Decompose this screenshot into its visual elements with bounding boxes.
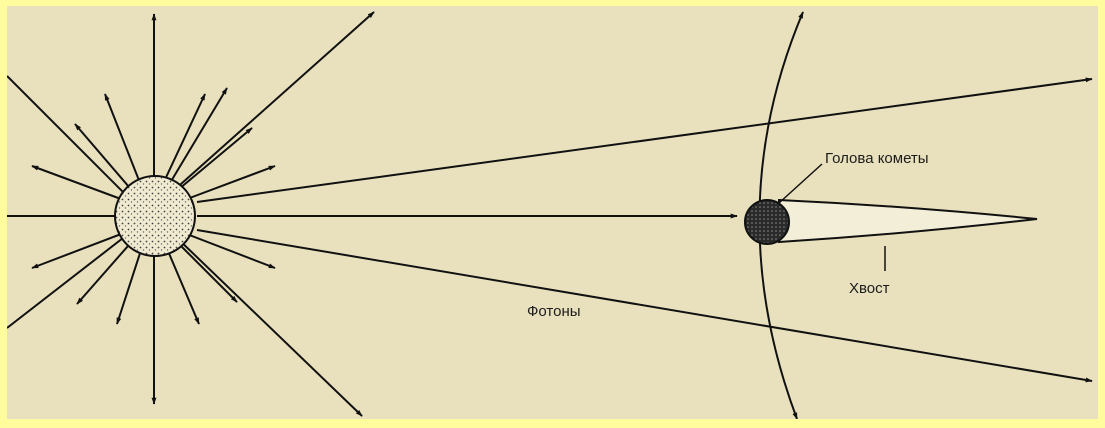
ray-lower-right-1 <box>165 244 199 324</box>
comet-tail <box>779 200 1037 242</box>
beam-upper <box>197 79 1092 202</box>
ray-upper-left-2 <box>75 124 135 194</box>
ray-upper-left-1 <box>105 94 142 188</box>
ray-long-upper-left <box>7 76 132 201</box>
comet-radiation-diagram: Голова кометы Хвост Фотоны <box>7 6 1098 419</box>
ray-lower-right-3 <box>179 231 275 268</box>
comet-head <box>745 200 789 244</box>
tail-label: Хвост <box>849 280 890 297</box>
ray-lower-left-3 <box>117 244 143 324</box>
photon-beams <box>197 79 1092 381</box>
sun <box>115 176 195 256</box>
comet-head-leader <box>779 164 822 203</box>
comet-head-label: Голова кометы <box>825 150 929 167</box>
photons-label: Фотоны <box>527 303 581 320</box>
ray-lower-right-2 <box>173 238 237 302</box>
beam-lower <box>197 230 1092 381</box>
ray-long-lower-left <box>7 231 132 328</box>
diagram-frame: Голова кометы Хвост Фотоны <box>7 6 1098 419</box>
ray-upper-right-3 <box>179 166 275 202</box>
ray-long-lower-right <box>175 236 362 416</box>
